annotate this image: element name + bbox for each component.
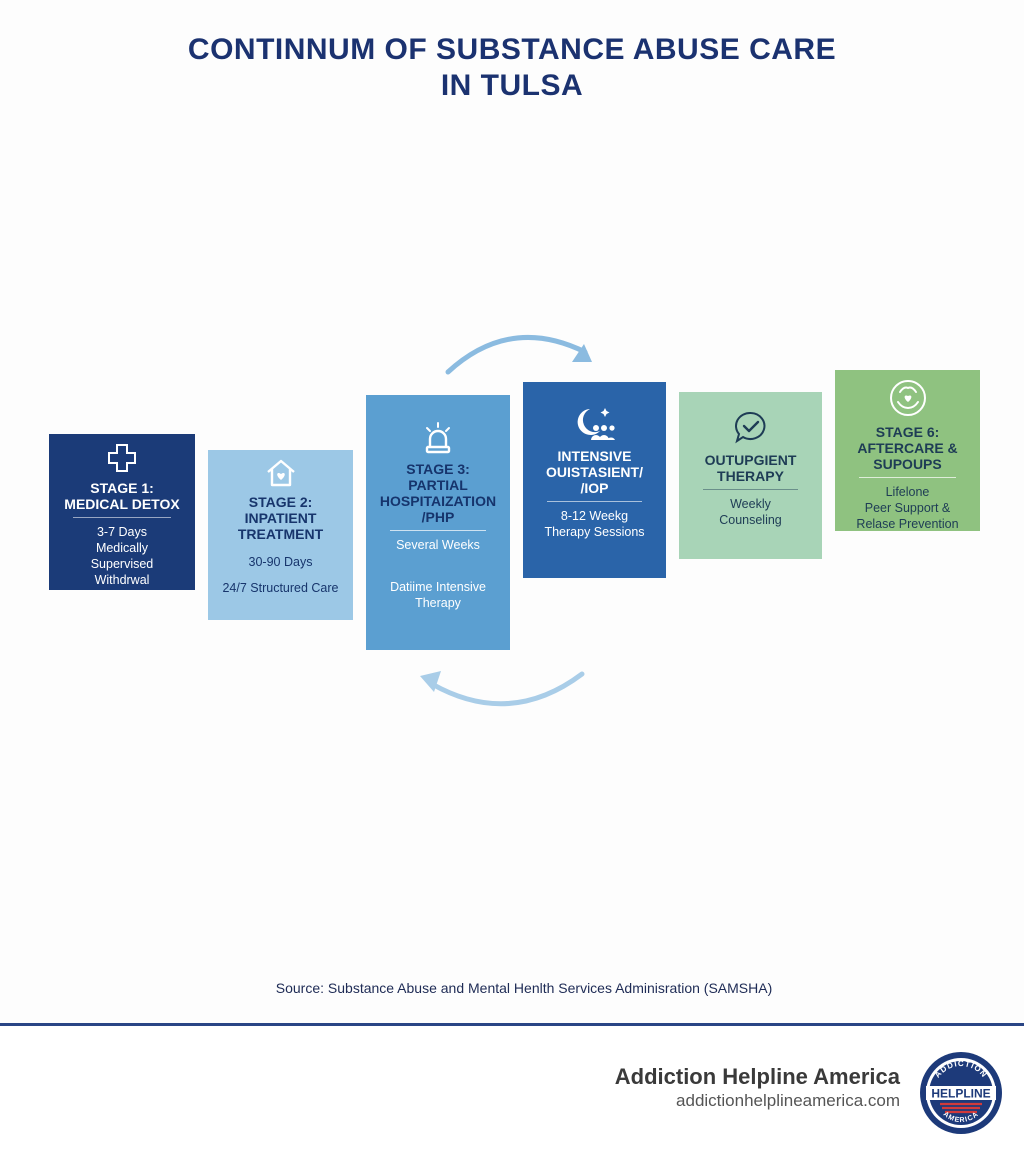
stage-title: OUTUPGIENT THERAPY: [689, 452, 812, 484]
stage-title-line: /IOP: [580, 480, 609, 496]
stage-duration: 30-90 Days: [248, 555, 313, 569]
footer-divider: [0, 1023, 1024, 1026]
stage-title-line: TREATMENT: [237, 526, 324, 542]
stage-detail: Therapy Sessions: [544, 525, 645, 539]
stage-title: STAGE 6: AFTERCARE & SUPOUPS: [845, 424, 970, 472]
stage-detail: Withdrwal: [94, 573, 150, 587]
stage-duration: Several Weeks: [396, 538, 480, 552]
title-line-2: IN TULSA: [440, 69, 584, 102]
stage-detail: Relase Prevention: [856, 517, 959, 531]
stage-title-line: STAGE 6:: [875, 424, 940, 440]
stage-card-3: STAGE 3: PARTIAL HOSPITAIZATION /PHP Sev…: [366, 395, 510, 650]
stage-duration: 8-12 Weekg: [560, 509, 629, 523]
support-hands-icon: [845, 378, 970, 418]
stage-title-line: STAGE 1:: [90, 480, 154, 496]
stage-title-line: STAGE 3:: [406, 461, 470, 477]
stage-card-5: OUTUPGIENT THERAPY Weekly Counseling: [679, 392, 822, 559]
stage-title-line: STAGE 2:: [248, 494, 313, 510]
medical-cross-icon: [59, 442, 185, 474]
stage-title-line: AFTERCARE &: [857, 440, 958, 456]
stage-card-1: STAGE 1: MEDICAL DETOX 3-7 Days Medicall…: [49, 434, 195, 590]
stage-title-line: PARTIAL: [408, 477, 468, 493]
top-cycle-arrow: [445, 334, 588, 375]
house-heart-icon: [218, 458, 343, 488]
helpline-logo-seal: ADDICTION HELPLINE AMERICA: [920, 1052, 1002, 1134]
stage-detail: Counseling: [719, 513, 782, 527]
stage-card-2: STAGE 2: INPATIENT TREATMENT 30-90 Days …: [208, 450, 353, 620]
divider: [73, 517, 171, 518]
stage-card-6: STAGE 6: AFTERCARE & SUPOUPS Lifelone Pe…: [835, 370, 980, 531]
title-line-1: CONTINNUM OF SUBSTANCE ABUSE CARE: [187, 33, 837, 66]
stage-title-line: INPATIENT: [244, 510, 317, 526]
stage-detail: Datiime Intensive: [390, 580, 486, 594]
stage-title: INTENSIVE OUISTASIENT/ /IOP: [533, 448, 656, 496]
stage-detail: Therapy: [415, 596, 461, 610]
cycle-arrows: [420, 334, 592, 707]
brand-block: Addiction Helpline America addictionhelp…: [615, 1064, 900, 1112]
divider: [703, 489, 798, 490]
divider: [232, 547, 329, 548]
stage-title-line: THERAPY: [717, 468, 784, 484]
divider: [859, 477, 956, 478]
stage-title: STAGE 2: INPATIENT TREATMENT: [218, 494, 343, 542]
page-title: CONTINNUM OF SUBSTANCE ABUSE CARE IN TUL…: [0, 32, 1024, 104]
stage-detail: Medically: [95, 541, 149, 555]
stage-title-line: HOSPITAIZATION: [379, 493, 497, 509]
stage-detail: 24/7 Structured Care: [222, 581, 339, 595]
top-cycle-arrowhead: [572, 344, 592, 362]
stage-title-line: OUISTASIENT/: [546, 464, 643, 480]
siren-light-icon: [376, 421, 500, 455]
stage-title-line: OUTUPGIENT: [704, 452, 797, 468]
divider: [390, 530, 486, 531]
stage-card-4: INTENSIVE OUISTASIENT/ /IOP 8-12 Weekg T…: [523, 382, 666, 578]
brand-name: Addiction Helpline America: [614, 1064, 900, 1089]
source-note: Source: Substance Abuse and Mental Henlt…: [275, 980, 773, 996]
stage-detail: Peer Support &: [864, 501, 951, 515]
stage-title-line: MEDICAL DETOX: [64, 496, 180, 512]
stage-title-line: INTENSIVE: [557, 448, 632, 464]
chat-check-icon: [689, 410, 812, 446]
bottom-cycle-arrow: [429, 671, 585, 707]
bottom-cycle-arrowhead: [420, 671, 441, 692]
logo-mid-text: HELPLINE: [931, 1087, 990, 1101]
stage-title-line: /PHP: [421, 509, 455, 525]
stage-duration: Weekly: [730, 497, 771, 511]
brand-url[interactable]: addictionhelplineamerica.com: [676, 1091, 900, 1110]
stage-title: STAGE 3: PARTIAL HOSPITAIZATION /PHP: [376, 461, 500, 525]
stage-title-line: SUPOUPS: [873, 456, 942, 472]
stage-detail: Supervised: [90, 557, 154, 571]
divider: [547, 501, 642, 502]
stage-duration: Lifelone: [885, 485, 930, 499]
stage-title: STAGE 1: MEDICAL DETOX: [59, 480, 185, 512]
moon-group-icon: [533, 406, 656, 442]
stage-duration: 3-7 Days: [96, 525, 148, 539]
